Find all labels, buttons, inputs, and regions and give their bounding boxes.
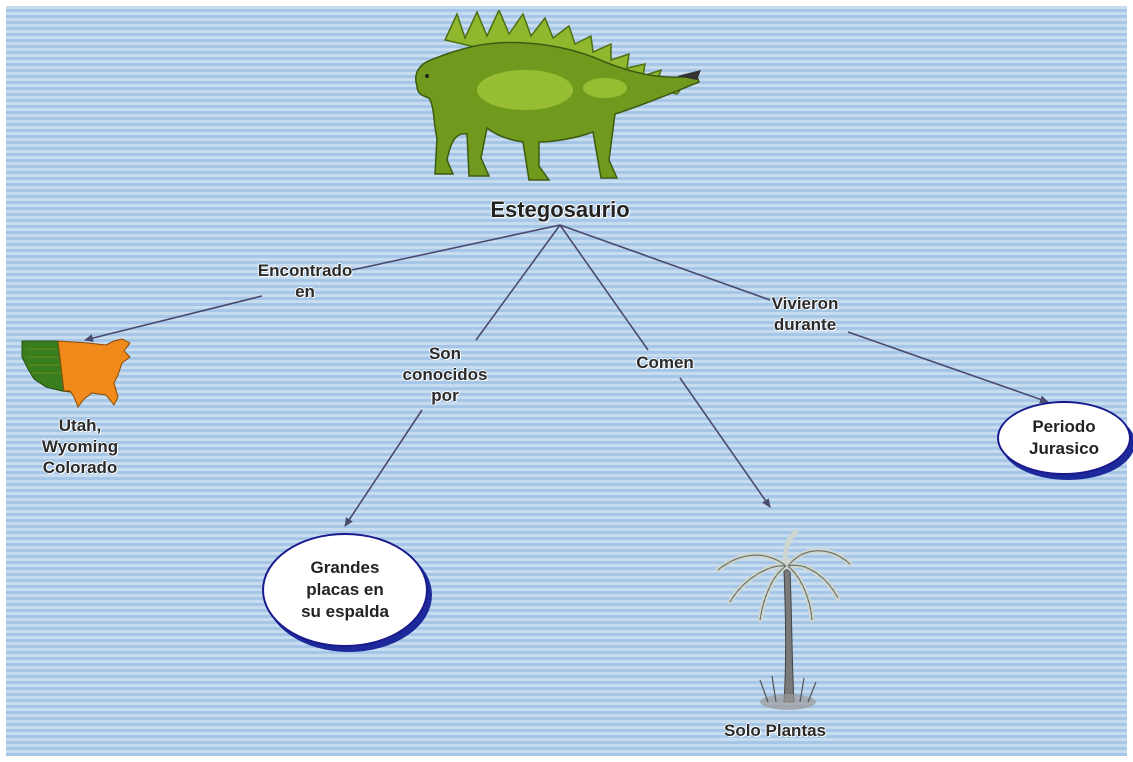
link-label-encontrado: Encontrado en bbox=[257, 261, 353, 301]
node-periodo-jurasico-label: Periodo Jurasico bbox=[1029, 417, 1099, 458]
connector-root-to-son bbox=[475, 224, 561, 341]
usa-map-icon bbox=[21, 338, 131, 409]
connector-son-to-placas bbox=[344, 409, 423, 527]
root-node-label: Estegosaurio bbox=[490, 197, 630, 222]
stegosaurus-icon bbox=[415, 10, 701, 181]
connector-encontrado-to-map bbox=[84, 295, 263, 342]
node-solo-plantas: Solo Plantas bbox=[723, 721, 827, 740]
link-label-vivieron: Vivieron durante bbox=[771, 294, 839, 334]
connector-root-to-encontrado bbox=[351, 224, 561, 271]
connector-vivieron-to-periodo bbox=[847, 331, 1049, 404]
node-grandes-placas-label: Grandes placas en su espalda bbox=[301, 558, 389, 621]
link-label-comen: Comen bbox=[636, 353, 694, 372]
node-periodo-jurasico: Periodo Jurasico bbox=[997, 401, 1131, 475]
node-utah-wyoming-colorado: Utah, Wyoming Colorado bbox=[41, 416, 119, 477]
link-label-son-conocidos: Son conocidos por bbox=[402, 344, 488, 405]
connector-root-to-vivieron bbox=[559, 224, 771, 301]
connector-root-to-comen bbox=[559, 224, 649, 351]
palm-tree-icon bbox=[715, 530, 853, 710]
node-grandes-placas: Grandes placas en su espalda bbox=[262, 533, 428, 647]
connector-comen-to-plantas bbox=[679, 377, 771, 508]
